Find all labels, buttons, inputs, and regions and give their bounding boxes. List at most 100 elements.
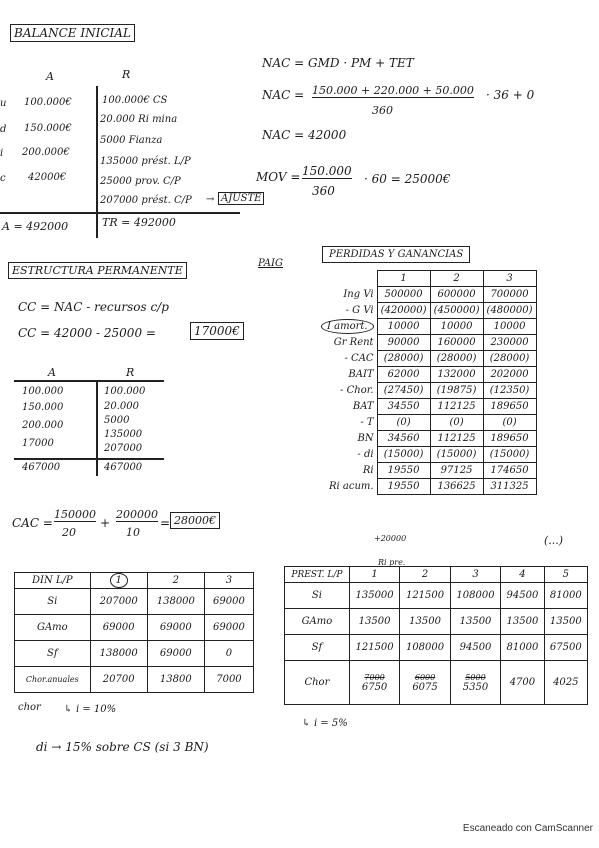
nac-result: NAC = 42000: [262, 128, 347, 142]
cac-eq: =: [160, 516, 171, 530]
estructura-r-value: 5000: [104, 415, 130, 426]
estructura-r-value: 135000: [104, 429, 143, 440]
balance-total-a: A = 492000: [2, 220, 69, 233]
prest-cell: 135000: [348, 582, 401, 609]
din-cell: 0: [203, 640, 255, 667]
pyg-cell: 19550: [376, 462, 431, 479]
balance-r-value: 207000 prést. C/P: [100, 195, 192, 206]
prest-cell: Si: [284, 582, 350, 609]
balance-total-r: TR = 492000: [102, 216, 176, 229]
estructura-r-value: 100.000: [104, 386, 146, 397]
balance-r-value: 20.000 Ri mina: [100, 114, 178, 125]
pyg-cell: (480000): [482, 302, 537, 319]
pyg-cell: (420000): [376, 302, 431, 319]
mov-prefix: MOV =: [256, 170, 301, 184]
pyg-row-label: Ri acum.: [329, 481, 374, 492]
prest-cell: 121500: [348, 634, 401, 661]
pyg-row-label: Gr Rent: [333, 337, 374, 348]
din-cell: 138000: [146, 588, 205, 615]
prest-header: 5: [543, 566, 589, 583]
prest-cell: 4700: [500, 660, 545, 705]
cac-plus: +: [100, 516, 111, 530]
din-header: DIN L/P: [14, 572, 91, 589]
pyg-cell: (15000): [482, 446, 537, 463]
din-cell: Sf: [14, 640, 91, 667]
pyg-row-label: BAT: [352, 401, 374, 412]
estructura-col-r: R: [126, 366, 135, 379]
cac-num2: 200000: [116, 508, 158, 522]
pyg-cell: 174650: [482, 462, 537, 479]
pyg-row-label: - CAC: [344, 353, 374, 364]
pyg-cell: (0): [429, 414, 484, 431]
balance-r-value: 25000 prov. C/P: [100, 176, 181, 187]
prest-header: 1: [348, 566, 401, 583]
prest-cell: 94500: [449, 634, 502, 661]
pyg-cell: 10000: [429, 318, 484, 335]
pyg-cell: (28000): [376, 350, 431, 367]
pyg-extra: +20000: [374, 534, 407, 543]
din-note-arrow-icon: ↳: [64, 704, 73, 715]
balance-a-value: 100.000€: [24, 97, 72, 108]
estructura-r-value: 20.000: [104, 401, 139, 412]
pyg-cell: 160000: [429, 334, 484, 351]
prest-cell: 108000: [399, 634, 451, 661]
cac-den2: 10: [126, 526, 140, 539]
pyg-cell: 189650: [482, 430, 537, 447]
estructura-r-value: 207000: [104, 443, 143, 454]
prest-note-arrow-icon: ↳: [302, 718, 311, 729]
prest-cell: 81000: [543, 582, 589, 609]
pyg-cell: 34550: [376, 398, 431, 415]
pyg-cell: 34560: [376, 430, 431, 447]
balance-col-a: A: [46, 70, 54, 83]
prest-cell: Sf: [284, 634, 350, 661]
pyg-row-label: BAIT: [348, 369, 374, 380]
prest-header: 2: [399, 566, 451, 583]
pyg-cell: 112125: [429, 398, 484, 415]
balance-col-r: R: [122, 68, 131, 81]
balance-title: BALANCE INICIAL: [10, 24, 135, 42]
din-cell: 69000: [203, 588, 255, 615]
pyg-cell: 132000: [429, 366, 484, 383]
cac-result: 28000€: [170, 512, 220, 529]
dividend-note: di → 15% sobre CS (si 3 BN): [36, 740, 209, 754]
pyg-cell: (27450): [376, 382, 431, 399]
prest-note-value: i = 5%: [314, 718, 348, 729]
pyg-row-label: - di: [357, 449, 374, 460]
ajuste-arrow-icon: →: [206, 194, 215, 205]
cc-result: 17000€: [190, 322, 244, 340]
balance-r-value: 135000 prést. L/P: [100, 156, 191, 167]
din-cell: 207000: [89, 588, 148, 615]
din-cell: Si: [14, 588, 91, 615]
balance-marker: u: [0, 98, 7, 109]
pyg-row-label: - T: [360, 417, 374, 428]
cc-calc: CC = 42000 - 25000 =: [18, 326, 156, 340]
pyg-cell: 97125: [429, 462, 484, 479]
pyg-row-label: Ing Vi: [343, 289, 374, 300]
din-header: 2: [146, 572, 205, 589]
pyg-extra-note: Ri pre.: [378, 558, 406, 567]
balance-marker: d: [0, 124, 7, 135]
pyg-cell: 230000: [482, 334, 537, 351]
prest-cell: 13500: [399, 608, 451, 635]
din-cell: 69000: [89, 614, 148, 641]
prest-header: PREST. L/P: [284, 566, 350, 583]
estructura-a-value: 200.000: [22, 420, 64, 431]
din-cell: 20700: [89, 666, 148, 693]
pyg-row-label: - G Vi: [345, 305, 374, 316]
pyg-cell: (19875): [429, 382, 484, 399]
pyg-cell: (28000): [482, 350, 537, 367]
pyg-cell: 90000: [376, 334, 431, 351]
nac-denominator: 360: [372, 104, 393, 117]
pyg-cell: (0): [482, 414, 537, 431]
prest-cell: 13500: [500, 608, 545, 635]
mov-suffix: · 60 = 25000€: [364, 172, 451, 186]
mov-numerator: 150.000: [302, 164, 352, 179]
balance-a-value: 150.000€: [24, 123, 72, 134]
din-cell: 13800: [146, 666, 205, 693]
prest-cell: 67500: [543, 634, 589, 661]
balance-r-value: 100.000€ CS: [102, 95, 168, 106]
cc-formula: CC = NAC - recursos c/p: [18, 300, 169, 314]
prest-struck: 6000: [414, 672, 436, 682]
